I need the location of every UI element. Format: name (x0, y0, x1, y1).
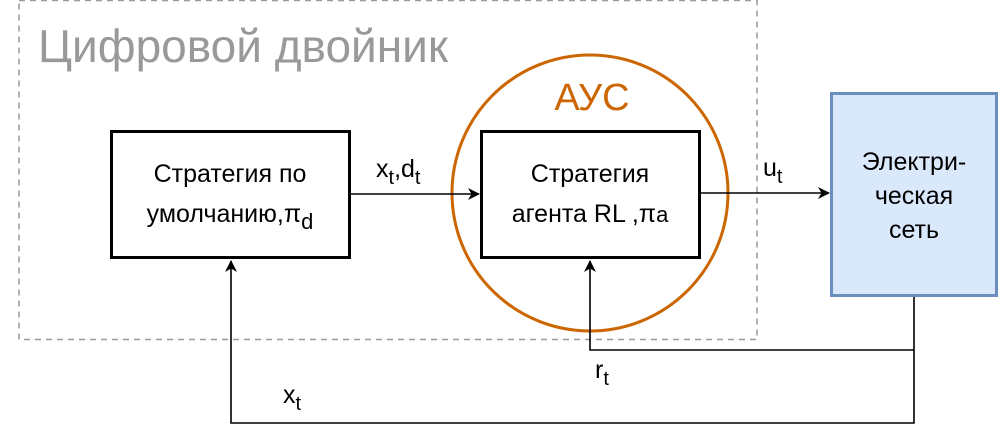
default-strategy-line1: Стратегия по (154, 160, 307, 188)
default-strategy-policy-subscript: d (301, 209, 313, 234)
agent-strategy-policy-subscript: a (656, 202, 669, 227)
agent-strategy-node[interactable]: Стратегия агента RL ,πa (480, 130, 701, 259)
digital-twin-title: Цифровой двойник (38, 20, 449, 72)
agent-strategy-line2: агента RL ,πa (512, 200, 669, 228)
agent-strategy-policy: агента RL ,π (512, 200, 656, 228)
edge-state-demand[interactable]: xt,dt (351, 155, 480, 200)
edge-state-feedback[interactable]: xt (225, 260, 915, 424)
digital-twin-group (18, 0, 758, 341)
default-strategy-line2: умолчанию,πd (147, 200, 314, 234)
edge-control-label: ut (763, 154, 783, 188)
aus-label: АУС (554, 77, 629, 119)
power-grid-line2: ческая (875, 182, 953, 210)
power-grid-line1: Электри- (862, 148, 967, 176)
default-strategy-node[interactable]: Стратегия по умолчанию,πd (110, 130, 351, 259)
edge-state-demand-label: xt,dt (376, 155, 421, 189)
edge-reward[interactable]: rt (584, 260, 915, 390)
edge-control[interactable]: ut (701, 154, 830, 199)
edge-state-feedback-label: xt (283, 381, 302, 415)
edge-reward-label: rt (595, 356, 609, 390)
default-strategy-policy: умолчанию,π (147, 200, 301, 228)
agent-strategy-line1: Стратегия (531, 160, 649, 188)
power-grid-line3: сеть (889, 216, 939, 244)
power-grid-node[interactable]: Электри- ческая сеть (830, 92, 998, 297)
